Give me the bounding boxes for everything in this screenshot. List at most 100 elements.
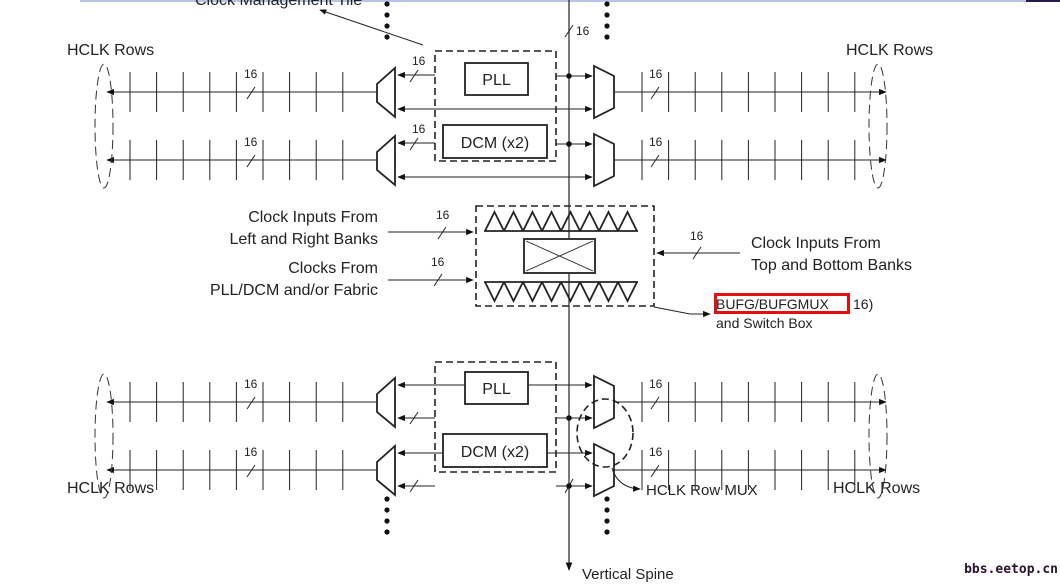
bufg-buffer [560,281,581,304]
ellipsis-dot [384,23,390,29]
bufg-suffix: 16) [853,296,873,312]
bufg-label-line2: and Switch Box [716,315,813,331]
bus-width-label: 16 [412,122,426,136]
hclk-rows-label-top-right: HCLK Rows [846,42,933,59]
bufg-highlight-box [714,293,850,314]
bus-slash [246,396,256,410]
bus-slash [409,479,419,493]
bufg-pointer [653,306,711,318]
vertical-spine-label: Vertical Spine [582,566,674,583]
bufg-buffer [560,209,581,232]
cmt-label: Clock Management Tile [195,0,362,9]
input-pll-dcm-fabric [388,273,474,287]
bus-slash [650,154,660,168]
bus-width-label: 16 [244,67,258,81]
dcm-bottom-label: DCM (x2) [461,444,529,461]
hclk-rows-label-top-left: HCLK Rows [67,42,154,59]
ellipsis-dot [604,1,610,7]
ellipsis-dot [604,12,610,18]
bufg-buffer [522,209,543,232]
junction-dot [566,141,572,147]
hclk-rows-label-bottom-left: HCLK Rows [67,480,154,497]
left-right-label-2: Left and Right Banks [229,231,378,248]
bus-width-label: 16 [649,135,663,149]
bufg-buffer [579,209,600,232]
bus-slash [650,464,660,478]
bus-width-label: 16 [649,67,663,81]
bus-slash [409,137,419,151]
bufg-buffer [598,281,619,304]
pll-dcm-label-1: Clocks From [288,260,378,277]
bufg-label: BUFG/BUFGMUX [716,296,829,312]
top-border [80,0,1030,2]
bus-width-label: 16 [244,377,258,391]
junction-dot [566,73,572,79]
ellipsis-dot [604,496,610,502]
bufg-buffer [484,209,505,232]
hclk-row-mux-left [376,133,396,187]
bus-slash [650,396,660,410]
bufg-buffer [579,281,600,304]
ellipsis-dots [384,1,610,535]
bufg-buffer [541,281,562,304]
hclk-row-mux-right [593,64,615,120]
hclk-row-mux-right [593,132,615,188]
hclk-rows-group-ellipse [868,373,888,499]
hclk-rows-group-ellipse [94,63,114,189]
bus-slash [246,86,256,100]
pll-bottom-block [464,371,529,405]
ellipsis-dot [604,529,610,535]
bus-slash [246,464,256,478]
ellipsis-dot [384,496,390,502]
dcm-bottom-block [442,433,548,468]
hclk-row-mux-left [376,65,396,119]
bus-width-label: 16 [649,445,663,459]
row-mux-pointer [611,467,641,492]
pll-bottom-label: PLL [482,381,511,398]
spine-width-label: 16 [576,24,590,38]
hclk-row-mux-left [376,375,396,429]
left-right-width: 16 [436,208,450,222]
bufg-buffer [522,281,543,304]
junction-dot [566,483,572,489]
bus-width-label: 16 [244,135,258,149]
bufg-buffer [541,209,562,232]
bufg-buffer [503,209,524,232]
hclk-row-mux-right [593,374,615,430]
hclk-rows-label-bottom-right: HCLK Rows [833,480,920,497]
bufg-buffer [484,281,505,304]
bufg-buffer [617,281,638,304]
top-border-dark [1026,0,1060,2]
pll-dcm-label-2: PLL/DCM and/or Fabric [210,282,378,299]
hclk-rows-group-ellipse [94,373,114,499]
watermark: bbs.eetop.cn [964,562,1058,577]
input-top-bottom-banks [656,246,740,260]
cmt-pointer [319,9,424,46]
top-bottom-width: 16 [690,229,704,243]
bufg-buffers-top [484,209,638,232]
cmt-top-box [434,50,557,162]
bufg-buffers-bottom [484,281,638,304]
left-right-label-1: Clock Inputs From [248,209,378,226]
hclk-row-mux-right [593,442,615,498]
input-left-right-banks [388,226,474,240]
bufg-buffer [598,209,619,232]
ellipsis-dot [384,34,390,40]
hclk-rows-group-ellipse [868,63,888,189]
ellipsis-dot [384,12,390,18]
bufg-buffer [617,209,638,232]
bus-slash [650,86,660,100]
bus-width-label: 16 [412,54,426,68]
pll-top-label: PLL [482,72,511,89]
bus-slash [246,154,256,168]
pll-dcm-width: 16 [431,255,445,269]
ellipsis-dot [384,529,390,535]
ellipsis-dot [384,1,390,7]
bus-width-label: 16 [244,445,258,459]
hclk-row-mux-left [376,443,396,497]
top-bottom-label-2: Top and Bottom Banks [751,257,912,274]
ellipsis-dot [384,507,390,513]
row-mux-highlight [576,398,634,468]
